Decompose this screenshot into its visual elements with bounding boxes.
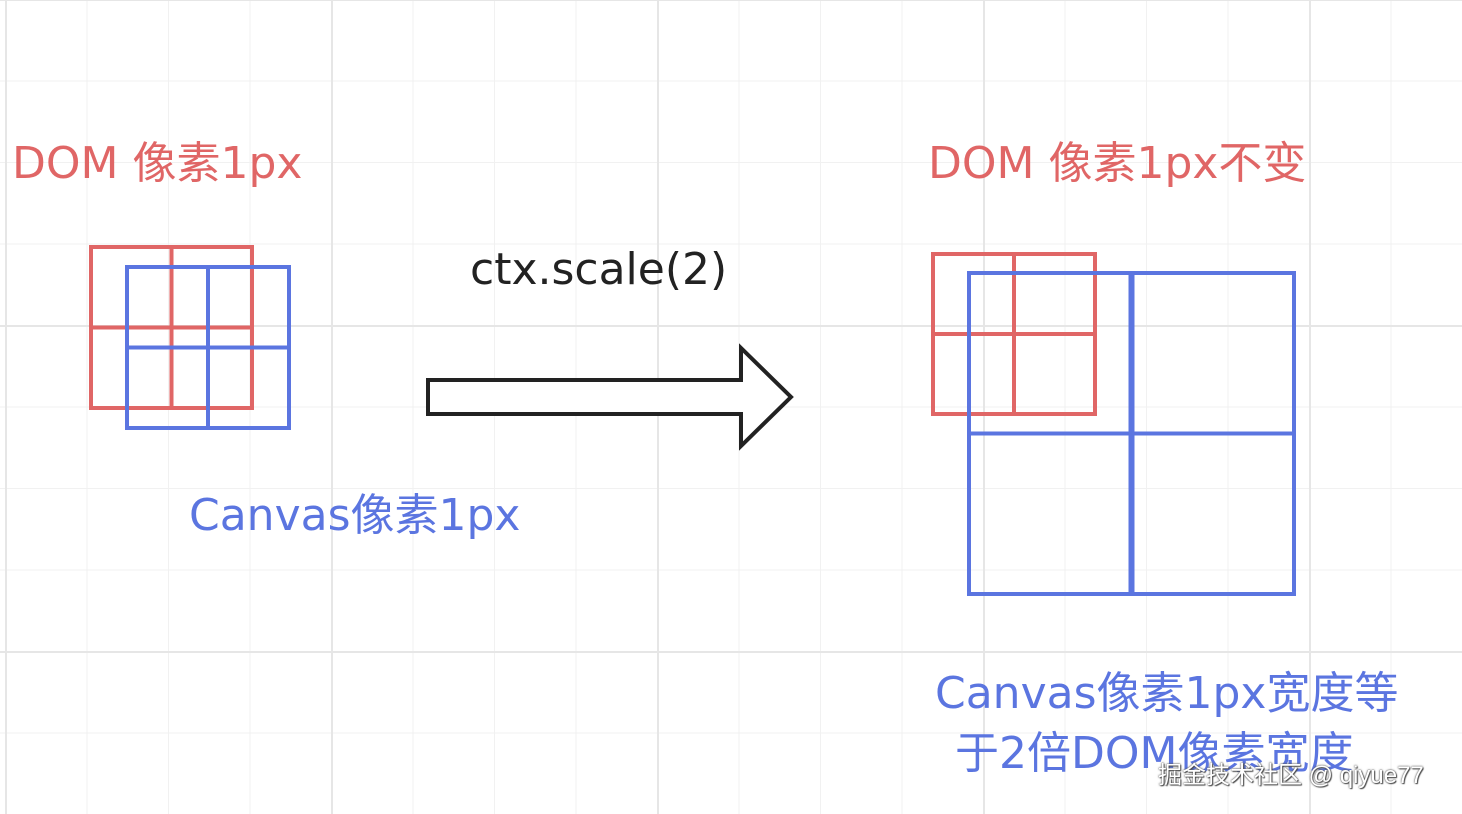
right-canvas-pixel-grid (967, 271, 1296, 596)
right-dom-pixel-grid (931, 252, 1097, 416)
left-dom-pixel-grid (89, 245, 254, 410)
right-arrow-shape (426, 343, 794, 451)
left-canvas-pixel-grid (125, 265, 291, 430)
right-canvas-pixel-label-line2: 于2倍DOM像素宽度 (955, 728, 1354, 779)
arrow-scale-label: ctx.scale(2) (470, 244, 728, 295)
right-dom-pixel-label: DOM 像素1px不变 (928, 138, 1307, 189)
left-dom-pixel-label: DOM 像素1px (12, 138, 303, 189)
left-canvas-pixel-label: Canvas像素1px (189, 490, 521, 541)
right-canvas-pixel-label-line1: Canvas像素1px宽度等 (935, 668, 1399, 719)
watermark-text: 掘金技术社区 @ qiyue77 (1158, 762, 1424, 789)
